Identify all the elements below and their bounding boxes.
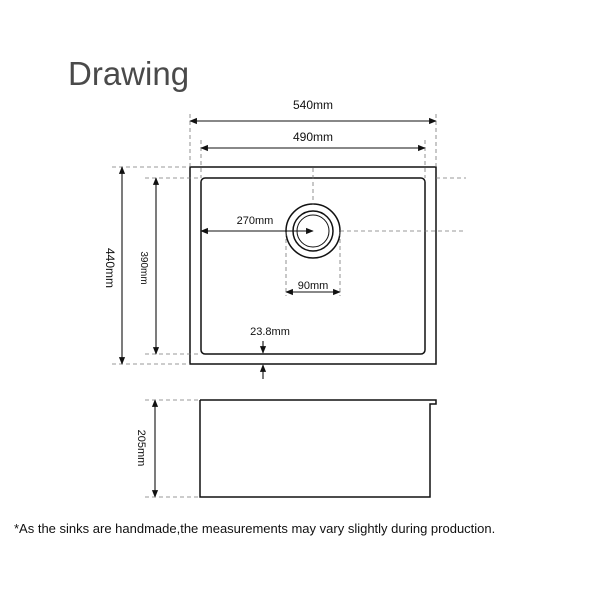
bowl-height-label: 205mm bbox=[135, 430, 147, 467]
drain-diameter-label: 90mm bbox=[298, 280, 329, 292]
rim-offset-label: 23.8mm bbox=[250, 326, 290, 338]
outer-depth-label: 440mm bbox=[103, 248, 117, 288]
drawing-title: Drawing bbox=[68, 55, 190, 92]
production-note: *As the sinks are handmade,the measureme… bbox=[14, 521, 496, 536]
side-view-outline bbox=[199, 399, 437, 498]
outer-width-label: 540mm bbox=[293, 98, 333, 112]
inner-depth-label: 390mm bbox=[138, 251, 149, 284]
inner-width-label: 490mm bbox=[293, 130, 333, 144]
dimension-arrows bbox=[118, 117, 437, 498]
side-view bbox=[199, 399, 437, 498]
outer-rim bbox=[189, 166, 437, 365]
drain-offset-label: 270mm bbox=[237, 215, 274, 227]
